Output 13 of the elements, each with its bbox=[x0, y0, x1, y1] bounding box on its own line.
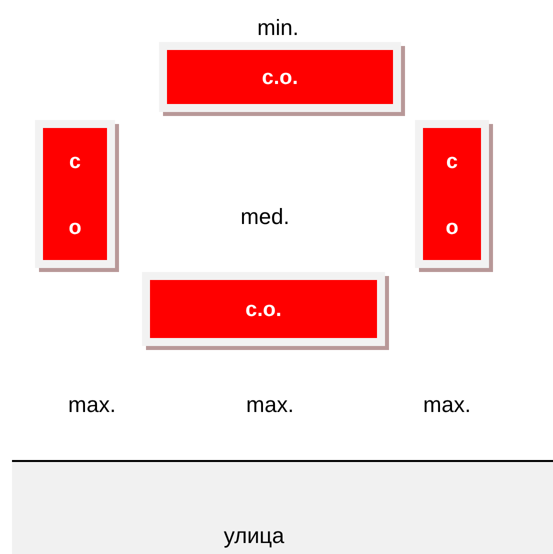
position-label: min. bbox=[257, 17, 299, 39]
street-band bbox=[12, 460, 553, 554]
area-label: o bbox=[446, 216, 458, 238]
position-label: max. bbox=[423, 394, 471, 416]
area-label: c.o. bbox=[262, 66, 298, 88]
position-label: med. bbox=[240, 206, 290, 228]
area-label: o bbox=[68, 216, 82, 238]
position-label: max. bbox=[246, 394, 294, 416]
position-label: max. bbox=[68, 394, 116, 416]
area-label: c.o. bbox=[245, 298, 282, 320]
street-label: улица bbox=[224, 525, 284, 547]
area-label: c bbox=[446, 150, 458, 172]
area-label: c bbox=[69, 150, 81, 172]
